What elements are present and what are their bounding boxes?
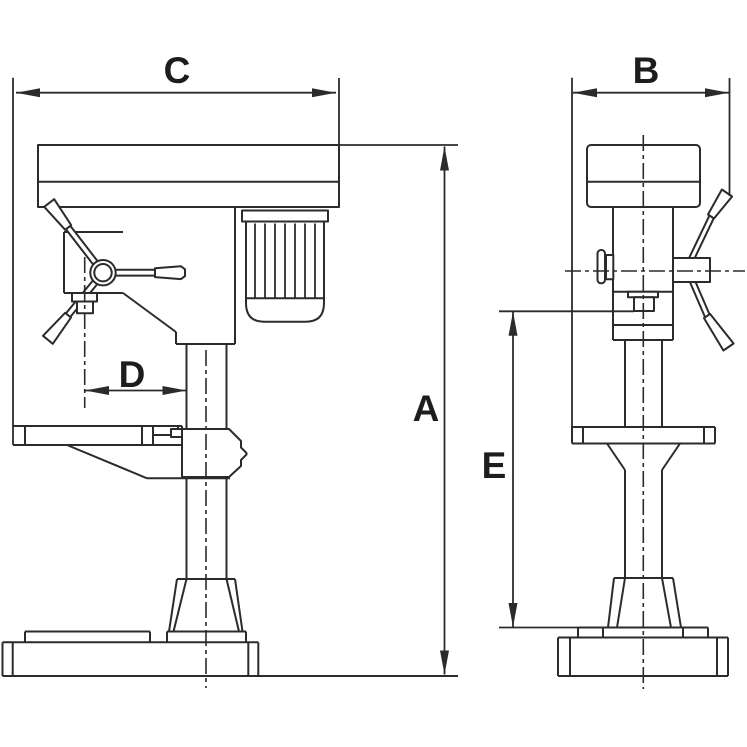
handle-hub-boss: [672, 257, 711, 283]
table-support: [606, 442, 681, 471]
handle-grip-upper: [707, 188, 734, 220]
table: [13, 425, 230, 480]
dimension-c-label: C: [164, 50, 191, 91]
dimension-E: E: [482, 310, 634, 629]
handle-hub-inner: [93, 263, 113, 283]
column-base-taper: [607, 577, 682, 628]
arrowhead-top: [508, 311, 518, 336]
arrowhead-left: [573, 88, 597, 98]
table-clamp: [170, 428, 248, 478]
base-foot-flange: [577, 626, 709, 638]
dimension-e-label: E: [482, 445, 507, 486]
dimension-a-label: A: [413, 388, 440, 429]
feed-handle: [42, 198, 186, 345]
motor-end-cap: [245, 298, 325, 323]
arrowhead-bottom: [440, 650, 449, 675]
arrowhead-left: [85, 386, 109, 395]
arrowhead-left: [16, 88, 40, 98]
dimension-d-label: D: [119, 354, 146, 395]
motor-fins: [254, 223, 316, 299]
feed-handle: [672, 188, 735, 352]
motor: [241, 209, 329, 323]
arrowhead-top: [440, 146, 449, 171]
base-plate: [1, 641, 260, 676]
side-view: [1, 144, 458, 688]
handle-spoke-lower: [687, 276, 712, 320]
dimension-C: C: [12, 50, 340, 445]
handle-grip-lower: [42, 311, 72, 345]
arrowhead-right: [162, 386, 187, 395]
handle-grip-upper: [43, 198, 73, 231]
front-view: [557, 135, 745, 689]
table-arm: [66, 444, 230, 480]
arrowhead-bottom: [508, 603, 518, 627]
arrowhead-right: [312, 88, 336, 98]
dimension-A: A: [339, 144, 458, 675]
handle-grip-lower: [703, 312, 735, 352]
arrowhead-right: [705, 88, 729, 98]
base: [1, 578, 458, 677]
base-step-plate: [24, 630, 151, 643]
handle-grip-right: [154, 265, 186, 281]
handle-spoke-upper: [686, 213, 716, 265]
dimension-B: B: [571, 50, 731, 427]
column: [624, 341, 663, 578]
lock-knob: [596, 249, 615, 285]
dimension-b-label: B: [633, 50, 660, 91]
dimension-D: D: [85, 354, 187, 395]
belt-cover: [37, 144, 340, 208]
